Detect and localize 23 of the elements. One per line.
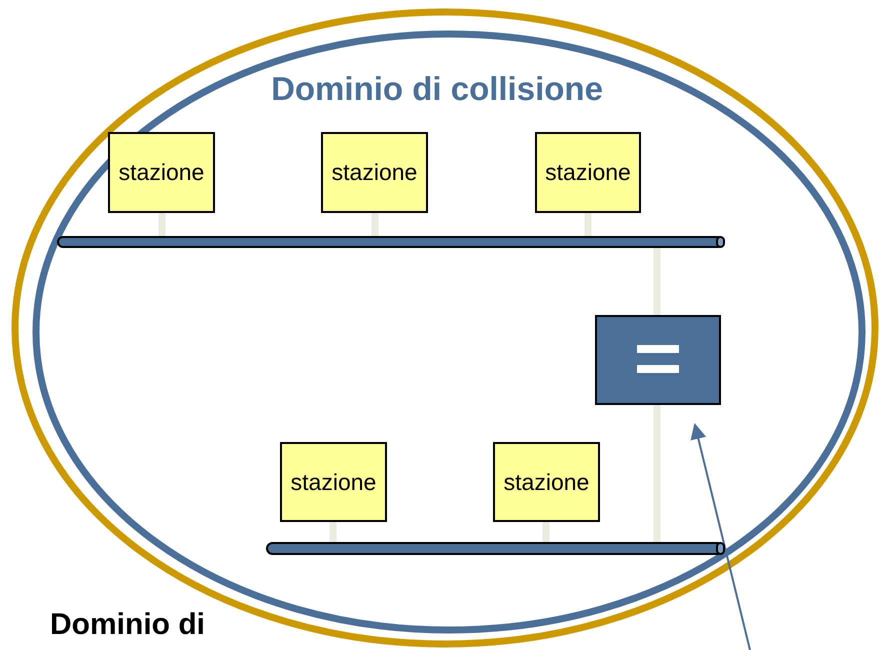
station-box bbox=[321, 132, 428, 213]
station-box bbox=[108, 132, 215, 213]
drop-cable bbox=[654, 248, 660, 315]
bridge-box bbox=[595, 315, 721, 405]
drop-cable bbox=[158, 213, 166, 236]
bus-cable bbox=[57, 236, 724, 248]
station-label: stazione bbox=[332, 158, 418, 188]
domain-title: Dominio di collisione bbox=[270, 72, 604, 105]
drop-cable bbox=[584, 213, 592, 236]
bus-cable bbox=[266, 542, 724, 555]
station-label: stazione bbox=[504, 468, 590, 497]
station-box bbox=[535, 132, 641, 213]
station-label: stazione bbox=[545, 158, 631, 188]
drop-cable bbox=[372, 213, 378, 236]
drop-cable bbox=[330, 522, 336, 542]
drop-cable bbox=[542, 522, 550, 542]
station-label: stazione bbox=[118, 158, 204, 188]
drop-cable bbox=[654, 405, 660, 542]
station-box bbox=[280, 442, 387, 522]
arrow bbox=[690, 423, 751, 650]
caption-text: Dominio di bbox=[50, 610, 205, 640]
station-box bbox=[493, 442, 600, 522]
station-label: stazione bbox=[290, 468, 376, 497]
